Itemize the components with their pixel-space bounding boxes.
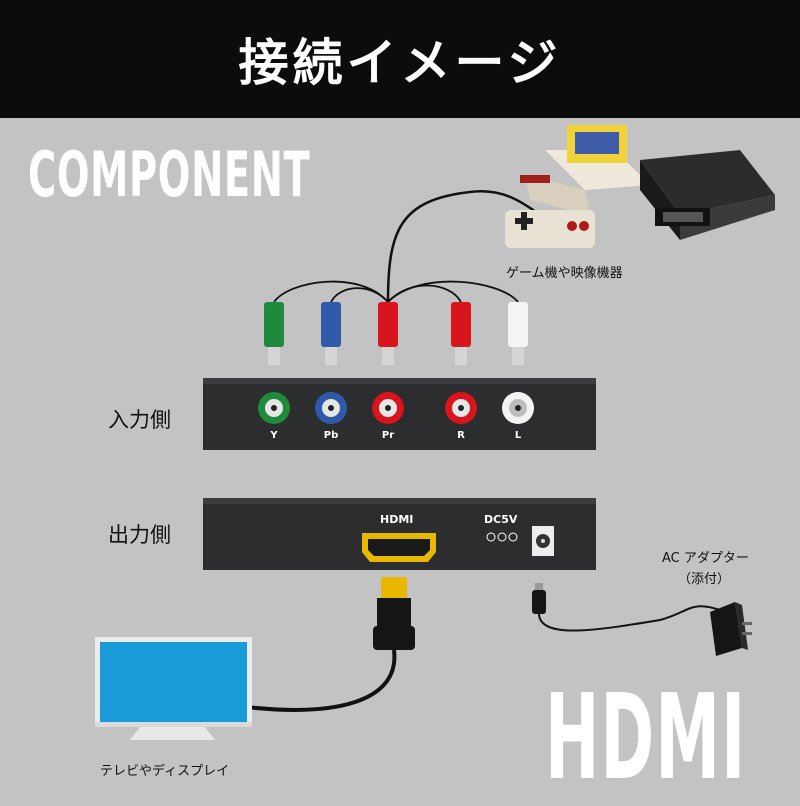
console-cable <box>386 189 541 303</box>
rca-plugs <box>264 302 528 365</box>
hdmi-port-label: HDMI <box>380 513 414 526</box>
hdmi-port <box>362 533 436 562</box>
output-side-label: 出力側 <box>108 523 171 547</box>
input-jacks <box>258 392 534 424</box>
ac-adapter-label: AC アダプター <box>662 551 749 566</box>
game-console-icon <box>520 125 650 215</box>
input-side-label: 入力側 <box>108 408 171 432</box>
dc-symbols <box>486 532 518 542</box>
dc-port <box>532 526 554 556</box>
plug-r <box>451 302 471 365</box>
hdmi-big-label: HDMI <box>545 668 747 806</box>
tv-icon <box>95 637 252 740</box>
dc-plug <box>532 583 546 614</box>
plug-pr <box>378 302 398 365</box>
tv-display-label: テレビやディスプレイ <box>100 764 230 779</box>
split-cable-left <box>273 280 389 303</box>
dc-port-label: DC5V <box>484 513 518 526</box>
hdmi-plug <box>373 577 415 650</box>
plug-pb <box>321 302 341 365</box>
dc-cable <box>538 605 721 632</box>
plug-l <box>508 302 528 365</box>
header-title: 接続イメージ <box>238 34 562 92</box>
port-label-y: Y <box>270 430 278 441</box>
port-label-pr: Pr <box>381 430 395 441</box>
port-label-l: L <box>514 430 522 441</box>
split-cable-mid <box>330 287 389 303</box>
ac-adapter-included-label: （添付） <box>678 572 731 587</box>
controller-icon <box>505 210 595 248</box>
port-label-pb: Pb <box>323 430 339 441</box>
hdmi-cable <box>229 649 397 712</box>
port-label-r: R <box>457 430 465 441</box>
header-bar: 接続イメージ <box>0 0 800 118</box>
plug-y <box>264 302 284 365</box>
component-label: COMPONENT <box>28 138 311 211</box>
video-recorder-icon <box>640 150 775 240</box>
game-devices-label: ゲーム機や映像機器 <box>506 266 623 281</box>
ac-adapter-icon <box>710 602 752 656</box>
split-cable-l <box>387 280 519 303</box>
